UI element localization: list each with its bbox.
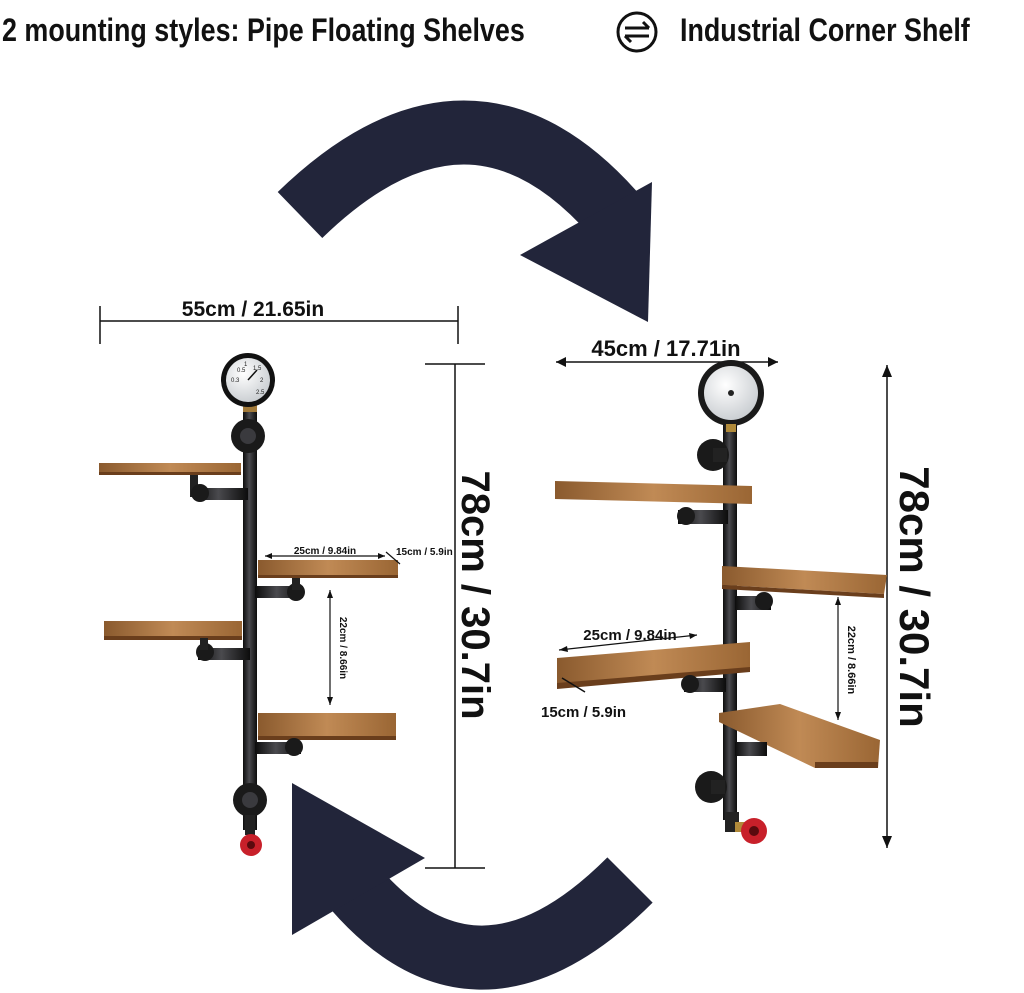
swap-arrows-icon bbox=[616, 11, 658, 53]
right-height-label: 78cm / 30.7in bbox=[891, 466, 938, 728]
gauge-number: 1 bbox=[244, 362, 248, 368]
gauge-number: 0.5 bbox=[237, 368, 246, 374]
rotate-arrow-top bbox=[277, 100, 652, 322]
left-width-label: 55cm / 21.65in bbox=[182, 298, 324, 321]
right-width-label: 45cm / 17.71in bbox=[591, 336, 740, 361]
right-shelf-unit: 45cm / 17.71in 78cm / 30.7in bbox=[541, 336, 938, 848]
gauge-number: 0.3 bbox=[231, 378, 240, 384]
gauge-number: 2.5 bbox=[256, 390, 265, 396]
gauge-number: 1.5 bbox=[253, 366, 262, 372]
header-title: 2 mounting styles: Pipe Floating Shelves… bbox=[0, 6, 1024, 54]
header-right-text: Industrial Corner Shelf bbox=[680, 12, 970, 48]
left-shelf-length-label: 25cm / 9.84in bbox=[294, 546, 356, 557]
gauge-number: 2 bbox=[260, 378, 264, 384]
right-shelf-depth-label: 15cm / 5.9in bbox=[541, 704, 626, 721]
right-shelf-length-label: 25cm / 9.84in bbox=[583, 627, 676, 644]
left-height-label: 78cm / 30.7in bbox=[453, 470, 497, 719]
left-shelf-depth-label: 15cm / 5.9in bbox=[396, 547, 453, 558]
rotate-arrow-bottom bbox=[292, 783, 653, 990]
right-shelf-gap-label: 22cm / 8.66in bbox=[845, 626, 857, 695]
left-shelf-gap-label: 22cm / 8.66in bbox=[337, 617, 348, 679]
header-left-text: 2 mounting styles: Pipe Floating Shelves bbox=[2, 12, 525, 48]
left-shelf-unit: 55cm / 21.65in 78cm / 30.7in 0.5 1.5 1 2… bbox=[99, 298, 497, 869]
